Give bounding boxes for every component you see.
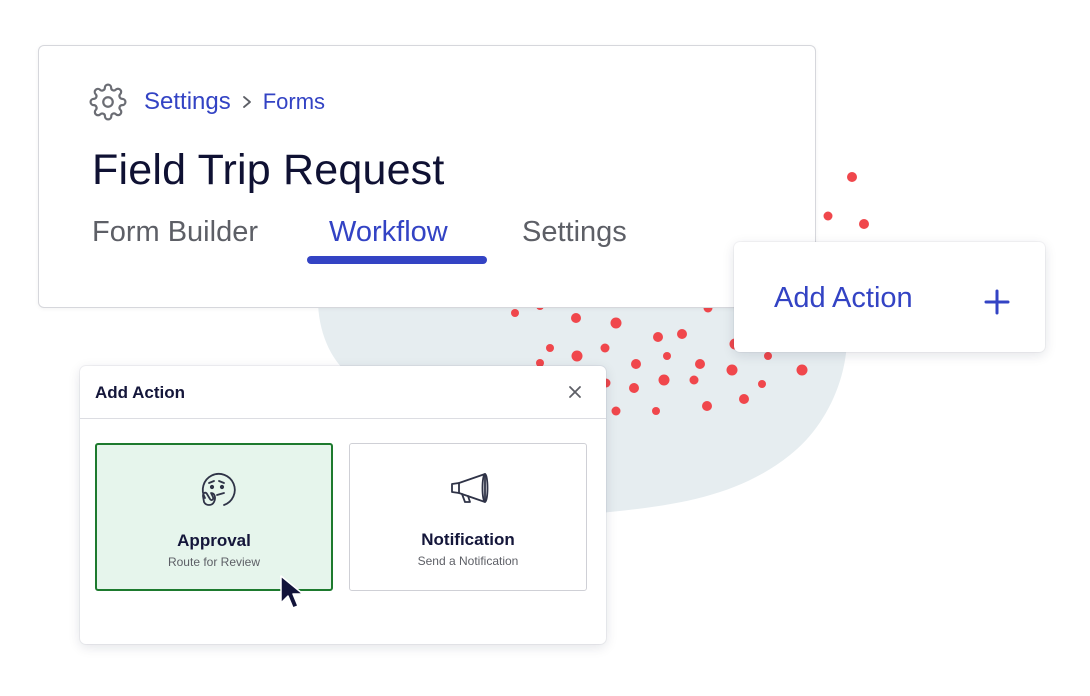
breadcrumb-settings-link[interactable]: Settings (144, 88, 231, 115)
notification-option-title: Notification (421, 530, 515, 549)
form-header-card: Settings Forms Field Trip Request Form B… (38, 45, 816, 308)
approval-option-card[interactable]: Approval Route for Review (95, 443, 333, 591)
add-action-button[interactable]: Add Action (734, 242, 1045, 352)
tab-form-builder[interactable]: Form Builder (92, 216, 258, 248)
breadcrumb-forms-link[interactable]: Forms (262, 89, 326, 114)
breadcrumb: Settings Forms (89, 83, 326, 121)
chevron-right-icon (242, 96, 251, 108)
tab-settings[interactable]: Settings (522, 216, 627, 248)
modal-header: Add Action (80, 366, 606, 419)
red-dots (511, 172, 869, 416)
megaphone-icon (451, 473, 489, 503)
modal-title: Add Action (95, 383, 186, 402)
cursor-arrow-icon (280, 575, 304, 609)
notification-option-card[interactable]: Notification Send a Notification (349, 443, 587, 591)
approval-option-title: Approval (177, 531, 251, 550)
active-tab-indicator (307, 256, 487, 264)
close-icon[interactable] (568, 385, 582, 399)
gear-icon[interactable] (89, 83, 127, 121)
page-title: Field Trip Request (92, 146, 445, 194)
thinking-face-icon (201, 473, 236, 506)
notification-option-subtitle: Send a Notification (417, 554, 519, 568)
plus-icon (984, 289, 1010, 315)
tab-workflow[interactable]: Workflow (329, 216, 448, 248)
approval-option-subtitle: Route for Review (167, 555, 261, 569)
add-action-label: Add Action (774, 282, 913, 314)
add-action-modal: Add Action Approval Route for Review (80, 366, 606, 644)
